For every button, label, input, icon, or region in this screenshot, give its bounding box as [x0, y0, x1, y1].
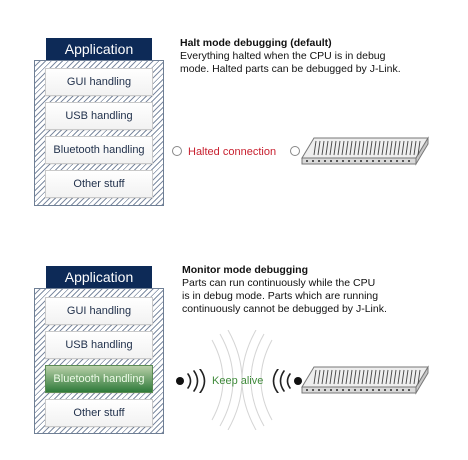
monitor-application-header: Application: [46, 266, 152, 288]
monitor-description-line-2: is in debug mode. Parts which are runnin…: [182, 290, 379, 302]
monitor-module-gui: GUI handling: [45, 297, 153, 325]
halt-application-header: Application: [46, 38, 152, 60]
halt-connector-right-icon: [290, 146, 300, 156]
monitor-module-other: Other stuff: [45, 399, 153, 427]
halt-description-line-1: Everything halted when the CPU is in deb…: [180, 50, 386, 62]
halt-connector-left-icon: [172, 146, 182, 156]
signal-waves-right-icon: [272, 369, 302, 393]
monitor-description-line-1: Parts can run continuously while the CPU: [182, 277, 376, 289]
monitor-module-bluetooth-active: Bluetooth handling: [45, 365, 153, 393]
halt-module-bluetooth: Bluetooth handling: [45, 136, 153, 164]
signal-waves-left-icon: [176, 369, 206, 393]
halt-module-other: Other stuff: [45, 170, 153, 198]
halt-module-usb: USB handling: [45, 102, 153, 130]
monitor-module-usb: USB handling: [45, 331, 153, 359]
halt-description: Halt mode debugging (default) Everything…: [180, 37, 460, 76]
halt-heading: Halt mode debugging (default): [180, 37, 332, 49]
monitor-description: Monitor mode debugging Parts can run con…: [182, 264, 458, 316]
monitor-heading: Monitor mode debugging: [182, 264, 308, 276]
halted-connection-label: Halted connection: [188, 146, 277, 158]
halt-module-gui: GUI handling: [45, 68, 153, 96]
jlink-probe-monitor-icon: [301, 365, 429, 395]
monitor-description-line-3: continuously cannot be debugged by J-Lin…: [182, 303, 387, 315]
halt-description-line-2: mode. Halted parts can be debugged by J-…: [180, 63, 401, 75]
halt-application-frame: GUI handling USB handling Bluetooth hand…: [34, 60, 164, 206]
keep-alive-label: Keep alive: [212, 375, 264, 387]
jlink-probe-icon: [301, 136, 429, 166]
radio-waves-background: [211, 330, 273, 430]
monitor-application-frame: GUI handling USB handling Bluetooth hand…: [34, 288, 164, 434]
